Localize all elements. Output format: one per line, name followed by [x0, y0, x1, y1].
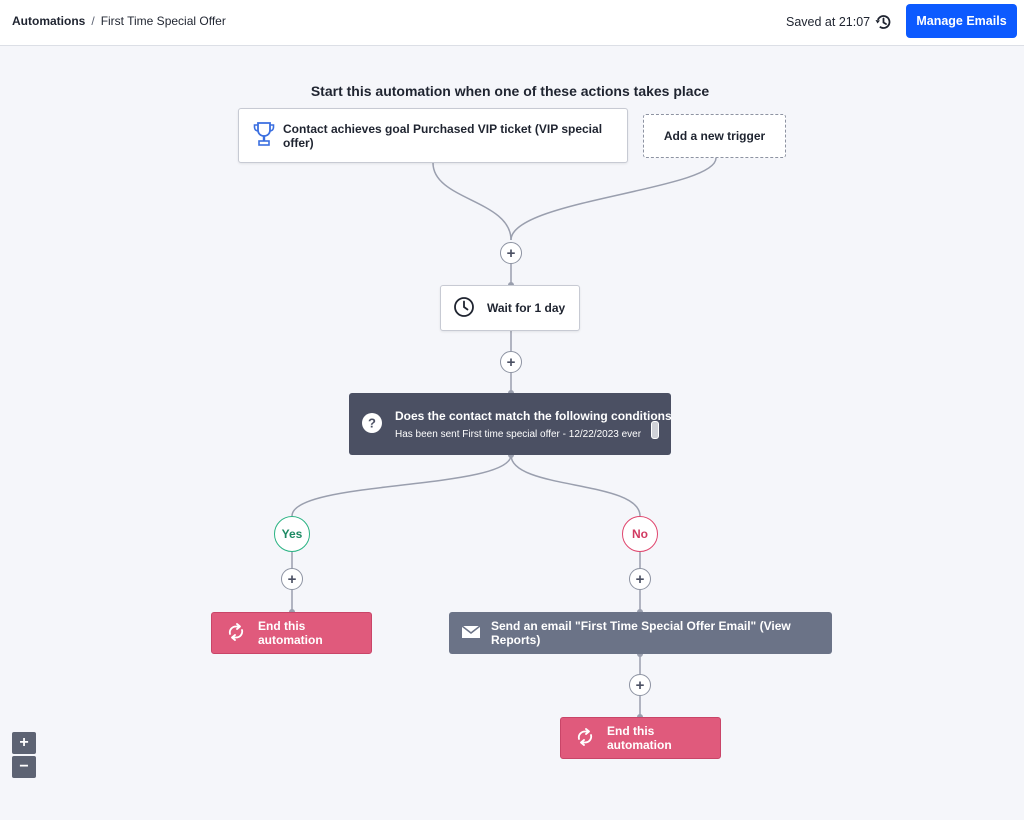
add-step-button[interactable]: + [629, 568, 651, 590]
wait-step-node[interactable]: Wait for 1 day [440, 285, 580, 331]
zoom-out-button[interactable]: − [12, 756, 36, 778]
end-automation-label: End this automation [258, 619, 323, 647]
question-icon: ? [361, 412, 383, 437]
zoom-in-button[interactable]: + [12, 732, 36, 754]
end-automation-node[interactable]: End this automation [211, 612, 372, 654]
end-loop-icon [575, 727, 595, 749]
automation-canvas[interactable] [0, 47, 1024, 820]
send-email-node[interactable]: Send an email "First Time Special Offer … [449, 612, 832, 654]
trophy-icon [253, 121, 275, 150]
breadcrumb: Automations / First Time Special Offer [12, 14, 226, 28]
end-loop-icon [226, 622, 246, 644]
top-bar: Automations / First Time Special Offer S… [0, 0, 1024, 46]
add-step-button[interactable]: + [500, 242, 522, 264]
add-step-button[interactable]: + [281, 568, 303, 590]
condition-node[interactable]: ? Does the contact match the following c… [349, 393, 671, 455]
connector-lines [289, 157, 717, 720]
end-automation-node[interactable]: End this automation [560, 717, 721, 759]
yes-branch-badge: Yes [274, 516, 310, 552]
condition-text: Does the contact match the following con… [395, 409, 671, 440]
wait-label: Wait for 1 day [487, 301, 566, 315]
no-branch-badge: No [622, 516, 658, 552]
saved-status: Saved at 21:07 [786, 15, 871, 29]
manage-emails-button[interactable]: Manage Emails [906, 4, 1017, 38]
history-icon[interactable] [873, 12, 893, 32]
condition-detail: Has been sent First time special offer -… [395, 428, 642, 440]
condition-title: Does the contact match the following con… [395, 408, 671, 423]
add-trigger-button[interactable]: Add a new trigger [643, 114, 786, 158]
send-email-label: Send an email "First Time Special Offer … [491, 619, 791, 647]
clock-icon [453, 296, 475, 321]
breadcrumb-automations-link[interactable]: Automations [12, 14, 86, 28]
svg-text:?: ? [368, 415, 376, 430]
trigger-goal-node[interactable]: Contact achieves goal Purchased VIP tick… [238, 108, 628, 163]
condition-scroll-handle[interactable] [651, 421, 659, 439]
add-step-button[interactable]: + [500, 351, 522, 373]
add-step-button[interactable]: + [629, 674, 651, 696]
breadcrumb-current: First Time Special Offer [100, 14, 226, 28]
envelope-icon [461, 624, 481, 643]
trigger-heading: Start this automation when one of these … [310, 83, 710, 99]
breadcrumb-separator: / [91, 14, 95, 28]
end-automation-label: End this automation [607, 724, 672, 752]
trigger-label: Contact achieves goal Purchased VIP tick… [283, 121, 603, 150]
